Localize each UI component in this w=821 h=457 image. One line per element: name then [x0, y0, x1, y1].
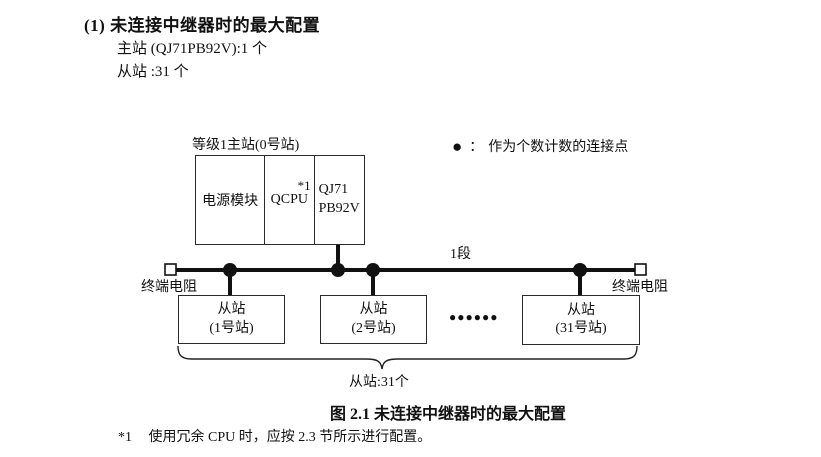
- connection-dot: [223, 263, 237, 277]
- brace: [177, 345, 638, 370]
- footnote-marker: *1: [118, 430, 132, 445]
- legend: ● ： 作为个数计数的连接点: [452, 136, 628, 156]
- section-heading: (1) 未连接中继器时的最大配置: [84, 16, 321, 35]
- footnote-text: 使用冗余 CPU 时，应按 2.3 节所示进行配置。: [148, 430, 432, 445]
- master-count-line: 主站 (QJ71PB92V):1 个: [117, 41, 268, 57]
- connection-dot: [573, 263, 587, 277]
- terminator-right-label: 终端电阻: [612, 280, 668, 295]
- qcpu-cell: *1 QCPU: [265, 156, 315, 244]
- terminator-left-label: 终端电阻: [141, 280, 197, 295]
- connection-point-icon: ●: [452, 136, 463, 156]
- slave-name: 从站: [567, 302, 595, 318]
- terminator-left-square: [164, 263, 177, 276]
- figure-caption: 图 2.1 未连接中继器时的最大配置: [330, 406, 567, 423]
- pb92v-cell: QJ71 PB92V: [318, 182, 360, 216]
- connection-dot: [366, 263, 380, 277]
- slave-name: 从站: [217, 302, 246, 318]
- legend-text: 作为个数计数的连接点: [488, 140, 629, 155]
- qcpu-label: QCPU: [270, 192, 309, 207]
- slave-total-label: 从站:31个: [349, 375, 409, 390]
- slave-station-number: (1号站): [209, 320, 254, 336]
- slave-station-number: (31号站): [555, 321, 607, 336]
- slave-station-31-box: 从站 (31号站): [522, 295, 640, 345]
- footnote: *1 使用冗余 CPU 时，应按 2.3 节所示进行配置。: [118, 426, 431, 446]
- slave-station-1-box: 从站 (1号站): [178, 295, 285, 344]
- slave-station-number: (2号站): [351, 320, 396, 336]
- slave-station-2-box: 从站 (2号站): [320, 295, 427, 344]
- power-module-cell: 电源模块: [196, 156, 266, 244]
- segment-label: 1段: [450, 247, 471, 262]
- slaves-ellipsis-dots: ●●●●●●: [449, 310, 499, 324]
- master-station-label: 等级1主站(0号站): [192, 138, 300, 153]
- legend-colon: ：: [469, 140, 484, 155]
- slave-name: 从站: [359, 302, 388, 318]
- terminator-right-square: [634, 263, 647, 276]
- master-station-box: 电源模块 *1 QCPU QJ71 PB92V: [195, 155, 365, 245]
- connection-dot: [331, 263, 345, 277]
- footnote-ref-marker: *1: [297, 178, 311, 193]
- slave-count-line: 从站 :31 个: [117, 64, 189, 80]
